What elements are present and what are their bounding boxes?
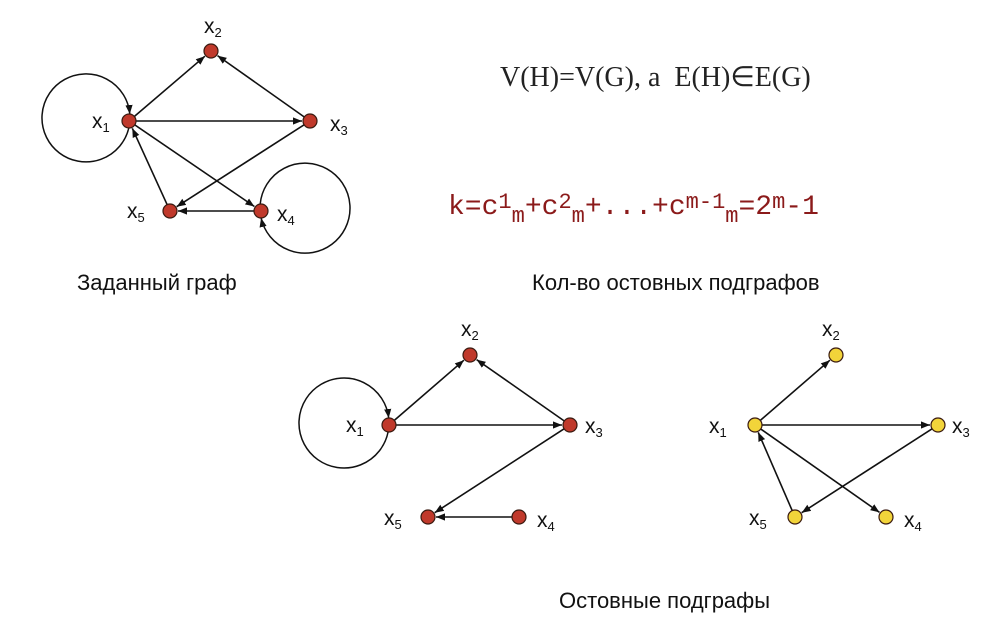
vertex-x1: [121, 113, 137, 129]
vertex-label-x2: x2: [461, 318, 479, 343]
edge-x1-x2: [393, 359, 465, 422]
graph-spanning-a: x1 x2 x3 x4 x5: [298, 318, 603, 534]
edge-x3-x2: [476, 358, 565, 422]
edge-x1-x2: [133, 55, 206, 118]
vertex-label-x1: x1: [346, 414, 364, 439]
graph-given: x1 x2 x3 x4 x5: [41, 15, 351, 254]
caption-spanning-subgraphs: Остовные подграфы: [559, 588, 771, 613]
vertex-x4: [253, 203, 269, 219]
formula-superscript: 1: [498, 190, 512, 215]
spanning-count-formula: k=c1m+c2m+...+cm-1m=2m-1: [448, 190, 819, 229]
vertex-label-x3: x3: [952, 415, 970, 440]
self-loop-x1: [298, 377, 392, 469]
self-loop-x1: [41, 73, 133, 163]
formula-superscript: m-1: [685, 190, 726, 215]
vertex-x5: [787, 509, 803, 525]
vertex-label-x4: x4: [537, 509, 555, 534]
vertex-label-x1: x1: [709, 415, 727, 440]
vertex-label-x3: x3: [330, 113, 348, 138]
edge-x3-x5: [176, 124, 305, 208]
caption-given-graph: Заданный граф: [77, 270, 237, 295]
vertex-x1: [381, 417, 397, 433]
vertex-label-x5: x5: [384, 507, 402, 532]
formula-edge-subset: E(H)∈E(G): [674, 62, 811, 93]
vertex-label-x2: x2: [822, 318, 840, 343]
formula-part: +...+c: [584, 192, 686, 223]
caption-spanning-count: Кол-во остовных подграфов: [532, 270, 820, 295]
formula-subscript: m: [571, 204, 585, 229]
graph-spanning-b: x1 x2 x3 x4 x5: [709, 318, 970, 534]
formula-part: -1: [785, 192, 819, 223]
vertex-x2: [203, 43, 219, 59]
vertex-x5: [162, 203, 178, 219]
formula-part: k=c: [448, 192, 499, 223]
spanning-condition-formula: V(H)=V(G), а E(H)∈E(G): [500, 60, 811, 94]
formula-vertex-equality: V(H)=V(G), а: [500, 62, 661, 93]
formula-subscript: m: [725, 204, 739, 229]
vertex-x4: [511, 509, 527, 525]
edge-x3-x5: [434, 428, 565, 514]
vertex-label-x4: x4: [277, 203, 295, 228]
vertex-label-x2: x2: [204, 15, 222, 40]
vertex-label-x4: x4: [904, 509, 922, 534]
formula-subscript: m: [511, 204, 525, 229]
edge-x3-x2: [217, 54, 305, 118]
vertex-label-x3: x3: [585, 415, 603, 440]
self-loop-x4: [259, 162, 351, 254]
formula-superscript: 2: [558, 190, 572, 215]
edge-x3-x5: [801, 428, 933, 514]
vertex-x5: [420, 509, 436, 525]
edge-x1-x4: [134, 124, 255, 208]
vertex-label-x1: x1: [92, 110, 110, 135]
edge-x5-x1: [131, 127, 168, 205]
vertex-x3: [302, 113, 318, 129]
vertex-x3: [562, 417, 578, 433]
vertex-x2: [828, 347, 844, 363]
vertex-x3: [930, 417, 946, 433]
formula-superscript: m: [772, 190, 786, 215]
edge-x1-x2: [759, 359, 831, 422]
vertex-x2: [462, 347, 478, 363]
vertex-label-x5: x5: [749, 507, 767, 532]
edge-x5-x1: [757, 431, 793, 511]
vertex-x4: [878, 509, 894, 525]
formula-part: +c: [524, 192, 559, 223]
vertex-x1: [747, 417, 763, 433]
edge-x1-x4: [760, 428, 880, 514]
vertex-label-x5: x5: [127, 200, 145, 225]
formula-part: =2: [738, 192, 773, 223]
